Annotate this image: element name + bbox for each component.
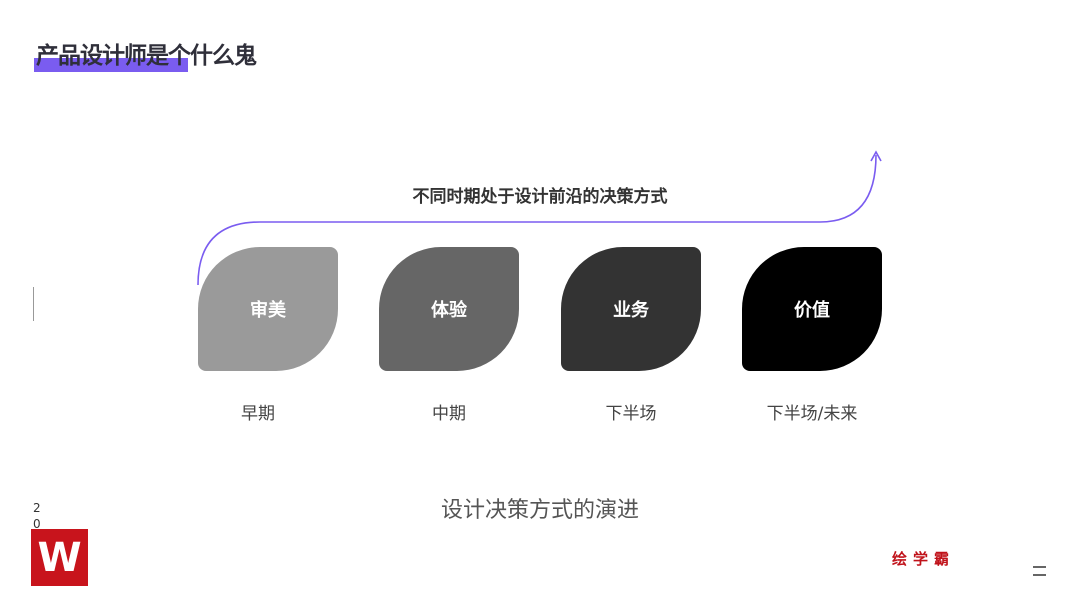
- divider: [33, 287, 34, 321]
- arrow-curve: [197, 154, 877, 286]
- stage-leaf: 业务: [561, 247, 701, 371]
- menu-icon[interactable]: [1033, 566, 1046, 576]
- title-highlight: [34, 58, 188, 72]
- arrow-head-icon: [870, 150, 882, 162]
- stage-period: 中期: [432, 404, 466, 424]
- stage-period: 下半场/未来: [766, 404, 858, 424]
- stage-period: 下半场: [605, 404, 657, 424]
- diagram-heading: 不同时期处于设计前沿的决策方式: [412, 187, 668, 207]
- stage-name: 业务: [613, 300, 649, 321]
- stage-name: 价值: [794, 300, 830, 321]
- stage-leaf: 体验: [379, 247, 519, 371]
- stage-period: 早期: [241, 404, 275, 424]
- page-title: 产品设计师是个什么鬼: [36, 43, 257, 69]
- stage-name: 体验: [431, 300, 467, 321]
- stage-leaf: 价值: [742, 247, 882, 371]
- brand-name: 绘学霸: [892, 550, 956, 568]
- stage-name: 审美: [250, 300, 286, 321]
- logo: W: [31, 529, 88, 586]
- stage-leaf: 审美: [198, 247, 338, 371]
- slide-caption: 设计决策方式的演进: [440, 498, 639, 523]
- page-number: 2 0: [33, 501, 41, 531]
